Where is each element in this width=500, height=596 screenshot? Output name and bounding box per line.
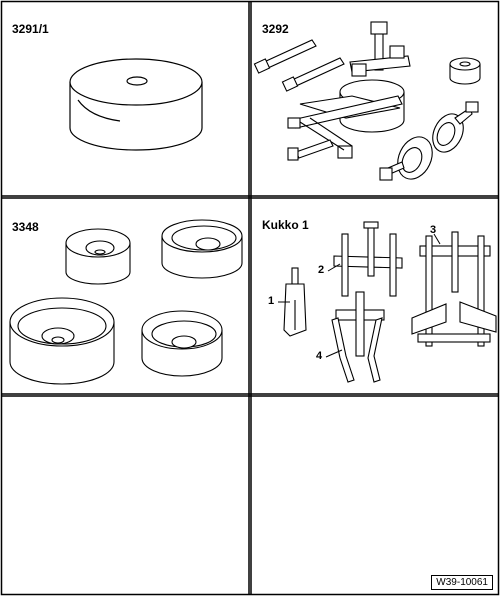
cell-label-kukko-1: Kukko 1 bbox=[262, 218, 309, 232]
kukko-1-pullers-drawing bbox=[283, 221, 497, 383]
cell-label-3348: 3348 bbox=[12, 220, 39, 234]
callout-3: 3 bbox=[430, 224, 437, 236]
callout-leaders bbox=[278, 233, 441, 358]
callout-2: 2 bbox=[318, 264, 325, 276]
tool-3348-cups-drawing bbox=[9, 219, 243, 385]
tool-3291-1-disc-drawing bbox=[69, 58, 203, 151]
cell-label-3292: 3292 bbox=[262, 22, 289, 36]
callout-1: 1 bbox=[268, 295, 275, 307]
drawing-code-box: W39-10061 bbox=[431, 575, 493, 590]
cell-label-3291-1: 3291/1 bbox=[12, 22, 49, 36]
tool-3292-puller-drawing bbox=[253, 21, 481, 181]
callout-4: 4 bbox=[316, 350, 323, 362]
